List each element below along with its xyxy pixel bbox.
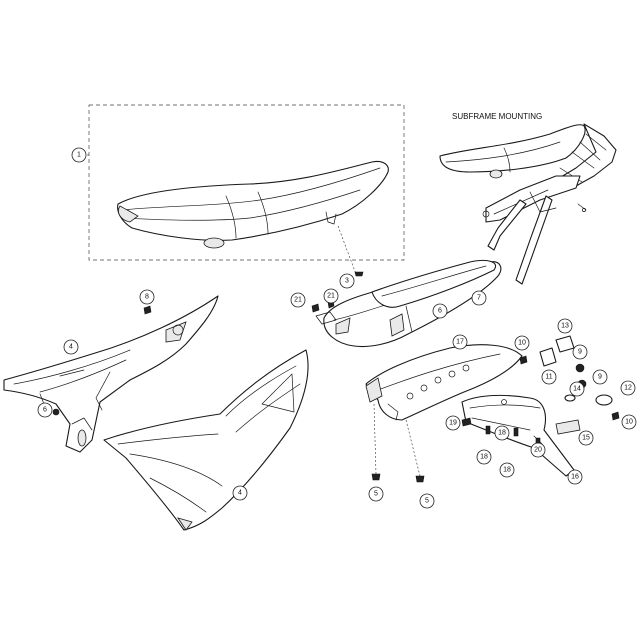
svg-text:21: 21	[327, 293, 335, 300]
svg-text:13: 13	[561, 323, 569, 330]
callout-15: 15	[578, 430, 594, 446]
callout-6-nut: 6	[37, 402, 53, 418]
mudguard-bracket	[365, 344, 523, 421]
callout-6-fender: 6	[432, 303, 448, 319]
svg-text:9: 9	[578, 349, 582, 356]
callout-20: 20	[530, 442, 546, 458]
callout-10-top: 10	[514, 335, 530, 351]
svg-text:10: 10	[518, 340, 526, 347]
svg-text:4: 4	[238, 490, 242, 497]
callout-10-right: 10	[621, 414, 637, 430]
svg-text:5: 5	[425, 498, 429, 505]
svg-text:18: 18	[498, 430, 506, 437]
svg-text:1: 1	[77, 152, 81, 159]
callout-21-left: 21	[290, 292, 306, 308]
seat-kit-frame	[88, 104, 405, 261]
callout-5-left: 5	[368, 486, 384, 502]
svg-text:8: 8	[145, 294, 149, 301]
screw-3	[337, 225, 364, 277]
right-side-panel	[103, 349, 309, 531]
svg-text:16: 16	[571, 474, 579, 481]
callout-1: 1	[71, 147, 87, 163]
callout-13: 13	[557, 318, 573, 334]
rear-fender-assembly	[315, 259, 502, 348]
seat-assembly	[117, 160, 389, 249]
callout-19: 19	[445, 415, 461, 431]
svg-text:6: 6	[438, 308, 442, 315]
svg-text:17: 17	[456, 339, 464, 346]
svg-text:18: 18	[503, 467, 511, 474]
callout-9-right: 9	[592, 369, 608, 385]
callout-18-c: 18	[499, 462, 515, 478]
svg-text:11: 11	[545, 374, 552, 381]
callout-9-top: 9	[572, 344, 588, 360]
subframe-mounting-view	[439, 123, 617, 285]
callout-5-right: 5	[419, 493, 435, 509]
svg-text:19: 19	[449, 420, 457, 427]
svg-text:5: 5	[374, 491, 378, 498]
callout-21-right: 21	[323, 288, 339, 304]
svg-text:15: 15	[582, 435, 590, 442]
subframe-mounting-heading: SUBFRAME MOUNTING	[452, 112, 542, 121]
callout-18-b: 18	[476, 449, 492, 465]
svg-text:18: 18	[480, 454, 488, 461]
callout-14: 14	[569, 381, 585, 397]
callout-4-left: 4	[63, 339, 79, 355]
svg-text:3: 3	[345, 278, 349, 285]
licence-plate-holder	[461, 394, 581, 477]
callout-16: 16	[567, 469, 583, 485]
svg-text:21: 21	[294, 297, 302, 304]
svg-text:20: 20	[534, 447, 542, 454]
callout-18-a: 18	[494, 425, 510, 441]
svg-text:12: 12	[624, 385, 632, 392]
svg-text:6: 6	[43, 407, 47, 414]
callout-4-right: 4	[232, 485, 248, 501]
svg-text:4: 4	[69, 344, 73, 351]
left-side-panel	[3, 295, 219, 453]
hardware-parts	[52, 299, 620, 483]
callout-11: 11	[541, 369, 557, 385]
callout-17: 17	[452, 334, 468, 350]
callout-8: 8	[139, 289, 155, 305]
callout-7: 7	[471, 290, 487, 306]
svg-text:9: 9	[598, 374, 602, 381]
svg-text:10: 10	[625, 419, 633, 426]
svg-text:14: 14	[573, 386, 581, 393]
svg-text:7: 7	[477, 295, 481, 302]
callout-12: 12	[620, 380, 636, 396]
callout-3: 3	[339, 273, 355, 289]
